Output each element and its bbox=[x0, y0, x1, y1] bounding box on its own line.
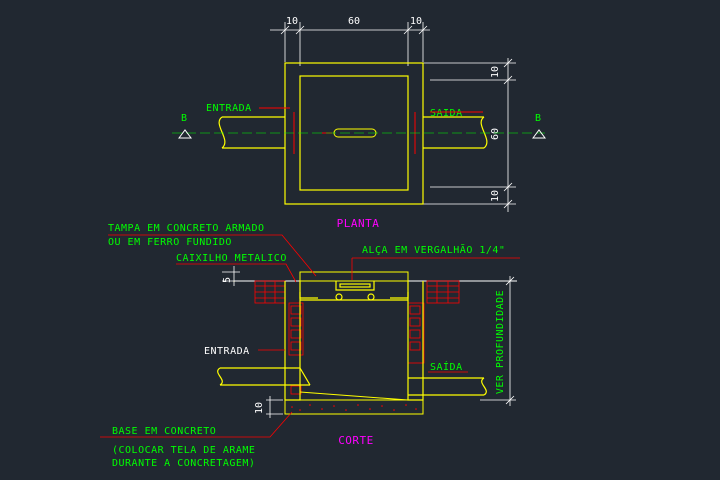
section-handle bbox=[335, 281, 375, 301]
note-line-1: (COLOCAR TELA DE ARAME bbox=[112, 445, 255, 456]
section-view: 5 10 TAMPA EM CONCRETO ARMADO OU EM FERR… bbox=[100, 223, 520, 469]
section-lid-dim-text: 5 bbox=[222, 277, 233, 283]
plan-view: 10 60 10 10 60 10 bbox=[172, 16, 546, 230]
section-marker-right: B bbox=[532, 113, 546, 139]
section-depth-dim bbox=[480, 276, 516, 406]
plan-dim-top-left: 10 bbox=[286, 16, 298, 27]
plan-dim-right bbox=[420, 58, 516, 212]
section-outlet-label: SAÍDA bbox=[430, 360, 463, 373]
section-lid bbox=[299, 271, 409, 282]
section-base-dim-text: 10 bbox=[254, 402, 265, 414]
plan-inlet-label: ENTRADA bbox=[206, 103, 252, 114]
base-label: BASE EM CONCRETO bbox=[112, 426, 216, 437]
section-floor bbox=[299, 391, 409, 401]
section-lid-dim bbox=[222, 266, 240, 286]
plan-inlet-pipe bbox=[218, 116, 285, 149]
handle-label: ALÇA EM VERGALHÃO 1/4" bbox=[362, 243, 505, 256]
section-inlet-label: ENTRADA bbox=[204, 346, 250, 357]
lid-label-line-2: OU EM FERRO FUNDIDO bbox=[108, 237, 232, 248]
plan-outlet-pipe bbox=[423, 116, 488, 149]
section-wall-left bbox=[254, 280, 304, 395]
depth-label: VER PROFUNDIDADE bbox=[495, 290, 506, 394]
lid-label-line-1: TAMPA EM CONCRETO ARMADO bbox=[108, 223, 265, 234]
note-line-2: DURANTE A CONCRETAGEM) bbox=[112, 458, 255, 469]
section-base bbox=[284, 399, 424, 415]
plan-dim-top-mid: 60 bbox=[348, 16, 360, 27]
plan-outlet-label: SAIDA bbox=[430, 108, 463, 119]
section-inlet-pipe bbox=[217, 367, 311, 386]
plan-dim-right-mid: 60 bbox=[490, 128, 501, 140]
section-base-dim bbox=[266, 396, 283, 418]
section-leaders bbox=[100, 234, 520, 438]
section-wall-right bbox=[407, 280, 460, 364]
svg-text:B: B bbox=[535, 113, 542, 124]
section-marker-left: B bbox=[178, 113, 192, 139]
plan-dim-top-right: 10 bbox=[410, 16, 422, 27]
section-title: CORTE bbox=[338, 434, 374, 447]
plan-dim-right-top: 10 bbox=[490, 66, 501, 78]
plan-dim-top bbox=[270, 22, 430, 66]
svg-text:B: B bbox=[181, 113, 188, 124]
section-box bbox=[284, 281, 424, 401]
plan-dim-right-bottom: 10 bbox=[490, 190, 501, 202]
plan-box-outer bbox=[284, 62, 424, 205]
plan-title: PLANTA bbox=[337, 217, 380, 230]
frame-label: CAIXILHO METALICO bbox=[176, 253, 287, 264]
section-outlet-pipe bbox=[408, 377, 487, 396]
